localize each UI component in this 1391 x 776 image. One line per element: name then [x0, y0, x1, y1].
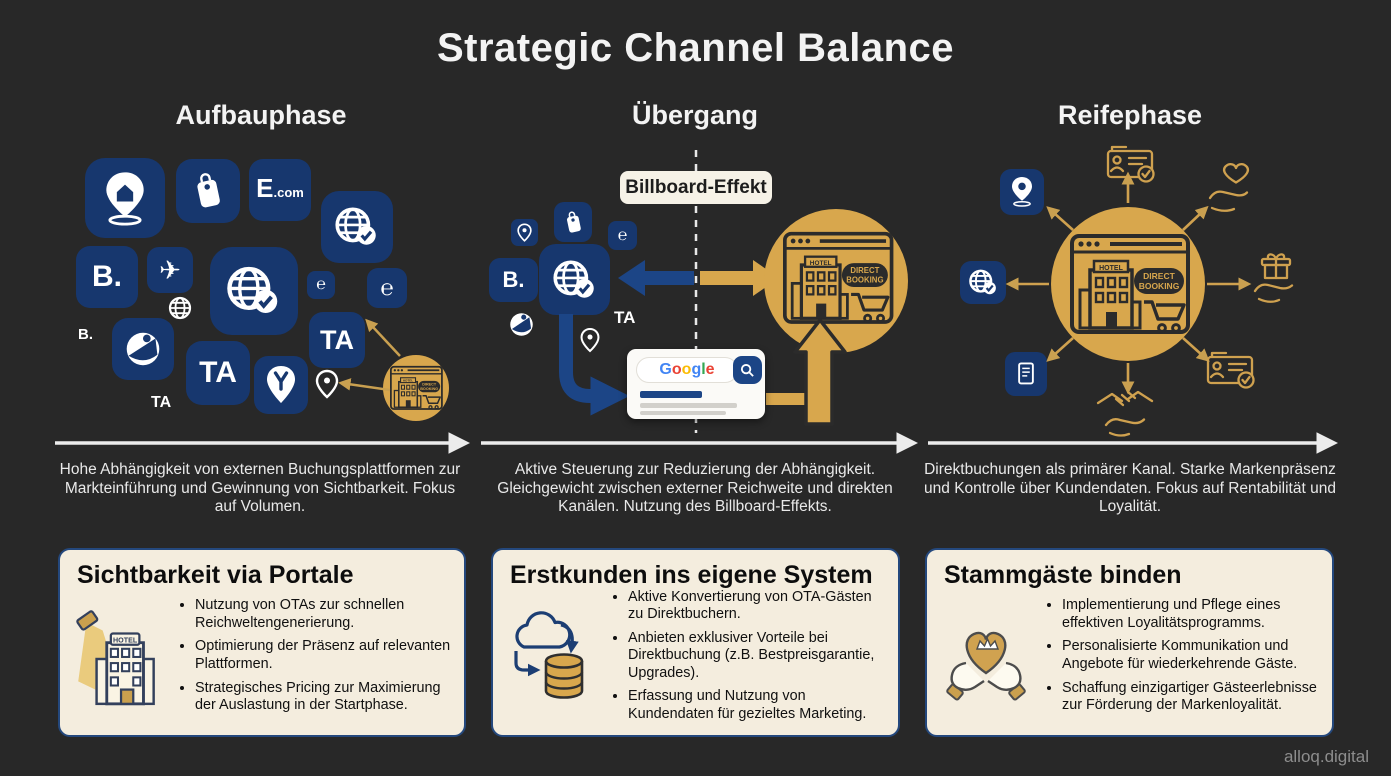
compass-travel-logo-mid — [508, 311, 535, 343]
blue-left-arrow — [618, 260, 694, 296]
e-mark-icon: ℮ — [307, 271, 335, 299]
plane-icon: ✈ — [147, 247, 193, 293]
hands-heart-icon — [927, 611, 1045, 707]
globe-check-icon-right — [960, 261, 1006, 304]
card-title: Stammgäste binden — [944, 561, 1182, 589]
search-result-bar — [640, 391, 702, 398]
card-title: Erstkunden ins eigene System — [510, 561, 873, 589]
ecom-logo: E.com — [249, 159, 311, 221]
phase-header-reifephase: Reifephase — [1057, 100, 1203, 130]
card-bullet-list: Aktive Konvertierung von OTA-Gästen zu D… — [611, 589, 890, 730]
search-result-bar — [640, 403, 737, 408]
google-search-card: Google — [627, 349, 765, 419]
google-logo: Google — [659, 361, 715, 378]
e-mark-icon-mid: ℮ — [608, 221, 637, 250]
booking-b-logo: B. — [76, 246, 138, 308]
search-result-bar — [640, 410, 726, 415]
middle-direct-booking-bubble — [764, 209, 908, 426]
card-check-icon — [1206, 351, 1255, 389]
compass-travel-logo — [112, 318, 174, 380]
globe-check-icon-large — [210, 247, 298, 335]
hotel-spotlight-icon: HOTEL — [60, 606, 178, 712]
up-chevron-arrow — [793, 318, 847, 426]
tripadvisor-ta-text-mid: TA — [614, 308, 636, 327]
document-tile-icon — [1005, 352, 1047, 396]
bullet: Optimierung der Präsenz auf relevanten P… — [195, 638, 456, 673]
location-pin-outline-icon — [314, 369, 340, 404]
bullet: Erfassung und Nutzung von Kundendaten fü… — [628, 688, 890, 723]
booking-b-logo-mid: B. — [489, 258, 538, 302]
handshake-icon — [1096, 390, 1154, 437]
search-icon — [733, 356, 762, 384]
location-pin-icon-right — [1000, 169, 1044, 215]
bullet: Strategisches Pricing zur Maximierung de… — [195, 680, 456, 715]
phase-description-aufbauphase: Hohe Abhängigkeit von externen Buchungsp… — [59, 461, 461, 516]
id-card-check-icon — [1106, 145, 1155, 183]
billboard-effect-badge: Billboard-Effekt — [620, 171, 772, 204]
location-pin-outline-icon-mid — [579, 327, 601, 358]
svg-text:HOTEL: HOTEL — [113, 637, 138, 645]
page-title: Strategic Channel Balance — [436, 26, 955, 70]
card-erstkunden: Erstkunden ins eigene System Aktive Konv… — [491, 548, 900, 737]
ecom-e: E — [256, 173, 274, 203]
yelp-pin-icon — [254, 356, 308, 414]
google-search-input: Google — [636, 357, 738, 383]
globe-icon — [166, 294, 194, 327]
hand-heart-icon — [1208, 163, 1250, 212]
tripadvisor-ta-text: TA — [151, 394, 172, 411]
radial-arrows — [1005, 171, 1252, 395]
card-title: Sichtbarkeit via Portale — [77, 561, 354, 589]
bullet: Nutzung von OTAs zur schnellen Reichwelt… — [195, 597, 456, 632]
compass-glyph — [126, 332, 160, 366]
yelp-pin-glyph — [267, 366, 295, 403]
tripadvisor-ta-logo: TA — [186, 341, 250, 405]
card-sichtbarkeit: Sichtbarkeit via Portale HOTEL — [58, 548, 466, 737]
ecom-suffix: .com — [273, 185, 304, 200]
phase-description-reifephase: Direktbuchungen als primärer Kanal. Star… — [924, 461, 1336, 516]
watermark: alloq.digital — [1283, 747, 1369, 766]
card-bullet-list: Nutzung von OTAs zur schnellen Reichwelt… — [178, 597, 456, 720]
right-direct-booking-bubble — [1051, 207, 1205, 361]
location-pin-icon — [85, 158, 165, 238]
bullet: Aktive Konvertierung von OTA-Gästen zu D… — [628, 589, 890, 624]
price-tag-icon — [176, 159, 240, 223]
phase-header-aufbauphase: Aufbauphase — [175, 100, 347, 130]
price-tag-icon-mid — [554, 202, 592, 242]
booking-b-text: B. — [78, 326, 93, 343]
gold-arrow — [365, 318, 401, 357]
cloud-database-icon — [493, 609, 611, 709]
bullet: Personalisierte Kommunikation und Angebo… — [1062, 638, 1324, 673]
globe-check-icon-mid — [539, 244, 610, 315]
globe-check-glyph — [335, 207, 376, 245]
pin-home-glyph — [106, 172, 144, 226]
globe-check-icon — [321, 191, 393, 263]
card-bullet-list: Implementierung und Pflege eines effekti… — [1045, 597, 1324, 720]
phase-header-uebergang: Übergang — [631, 100, 758, 130]
gift-hand-icon — [1253, 253, 1294, 303]
bullet: Schaffung einzigartiger Gästeerlebnisse … — [1062, 680, 1324, 715]
tripadvisor-ta-logo-small: TA — [309, 312, 365, 368]
tag-glyph — [197, 173, 220, 208]
e-mark-icon-large: ℮ — [367, 268, 407, 308]
globe-check-glyph — [227, 266, 278, 313]
gold-right-arrow — [700, 260, 779, 296]
gold-arrow — [338, 378, 391, 392]
location-pin-icon-mid — [511, 219, 538, 246]
phase-description-uebergang: Aktive Steuerung zur Reduzierung der Abh… — [497, 461, 893, 516]
bullet: Anbieten exklusiver Vorteile bei Direktb… — [628, 630, 890, 683]
bullet: Implementierung und Pflege eines effekti… — [1062, 597, 1324, 632]
card-stammgaeste: Stammgäste binden Implementierung und Pf… — [925, 548, 1334, 737]
